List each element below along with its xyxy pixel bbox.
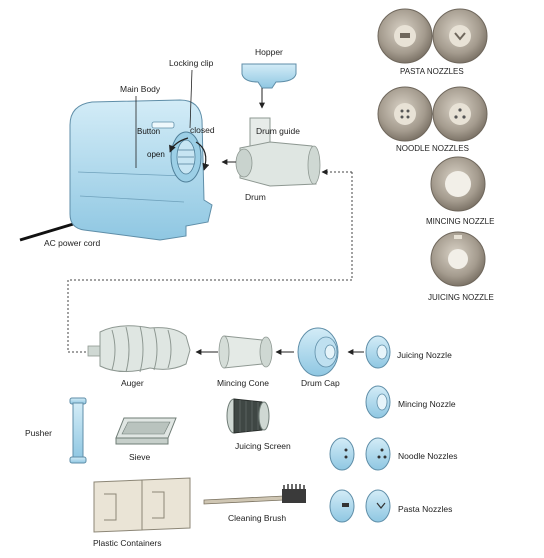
pasta-nozzles-top-label: PASTA NOZZLES bbox=[400, 67, 464, 76]
cleaning-brush bbox=[203, 484, 306, 505]
mincing-cone bbox=[218, 335, 273, 369]
main-body bbox=[69, 99, 213, 241]
auger bbox=[87, 325, 191, 373]
plastic-containers-label: Plastic Containers bbox=[93, 538, 162, 548]
pasta-nozzles bbox=[329, 489, 391, 523]
rotate-arrow-open bbox=[169, 137, 189, 153]
juicing-nozzle bbox=[365, 335, 391, 369]
open-label: open bbox=[147, 150, 165, 159]
button-label: Button bbox=[137, 127, 160, 136]
sieve bbox=[115, 417, 177, 445]
main-body-label: Main Body bbox=[120, 84, 161, 94]
juicing-nozzle-photo bbox=[430, 231, 486, 287]
rotate-arrow bbox=[195, 141, 210, 171]
closed-label: closed bbox=[190, 125, 215, 135]
auger-label: Auger bbox=[121, 378, 144, 388]
drum-cap-label: Drum Cap bbox=[301, 378, 340, 388]
ac-power-cord-label: AC power cord bbox=[44, 238, 100, 248]
drum-label: Drum bbox=[245, 192, 266, 202]
juicing-screen bbox=[226, 398, 270, 434]
noodle-nozzles-top-label: NOODLE NOZZLES bbox=[396, 144, 469, 153]
juicing-nozzle-top-label: JUICING NOZZLE bbox=[428, 293, 494, 302]
noodle-nozzles-photo bbox=[377, 86, 488, 142]
pasta-nozzles-photo bbox=[377, 8, 488, 64]
pusher bbox=[69, 397, 87, 464]
drum bbox=[235, 117, 321, 187]
mincing-nozzle-top-label: MINCING NOZZLE bbox=[426, 217, 494, 226]
plastic-containers bbox=[93, 477, 191, 533]
ac-power-cord bbox=[19, 220, 81, 242]
noodle-nozzles bbox=[329, 437, 391, 471]
noodle-nozzles-label: Noodle Nozzles bbox=[398, 451, 458, 461]
hopper-label: Hopper bbox=[255, 47, 283, 57]
mincing-nozzle-label: Mincing Nozzle bbox=[398, 399, 456, 409]
mincing-nozzle bbox=[365, 385, 391, 419]
juicing-nozzle-label: Juicing Nozzle bbox=[397, 350, 452, 360]
locking-clip-leader bbox=[189, 69, 193, 129]
locking-clip-label: Locking clip bbox=[169, 58, 214, 68]
cleaning-brush-label: Cleaning Brush bbox=[228, 513, 286, 523]
drum-cap bbox=[297, 327, 339, 377]
juicing-screen-label: Juicing Screen bbox=[235, 441, 291, 451]
sieve-label: Sieve bbox=[129, 452, 151, 462]
drum-guide-label: Drum guide bbox=[256, 126, 300, 136]
assembly-connector bbox=[67, 172, 353, 353]
hopper bbox=[241, 63, 297, 89]
pusher-label: Pusher bbox=[25, 428, 52, 438]
pasta-nozzles-label: Pasta Nozzles bbox=[398, 504, 452, 514]
mincing-nozzle-photo bbox=[430, 156, 486, 212]
mincing-cone-label: Mincing Cone bbox=[217, 378, 269, 388]
